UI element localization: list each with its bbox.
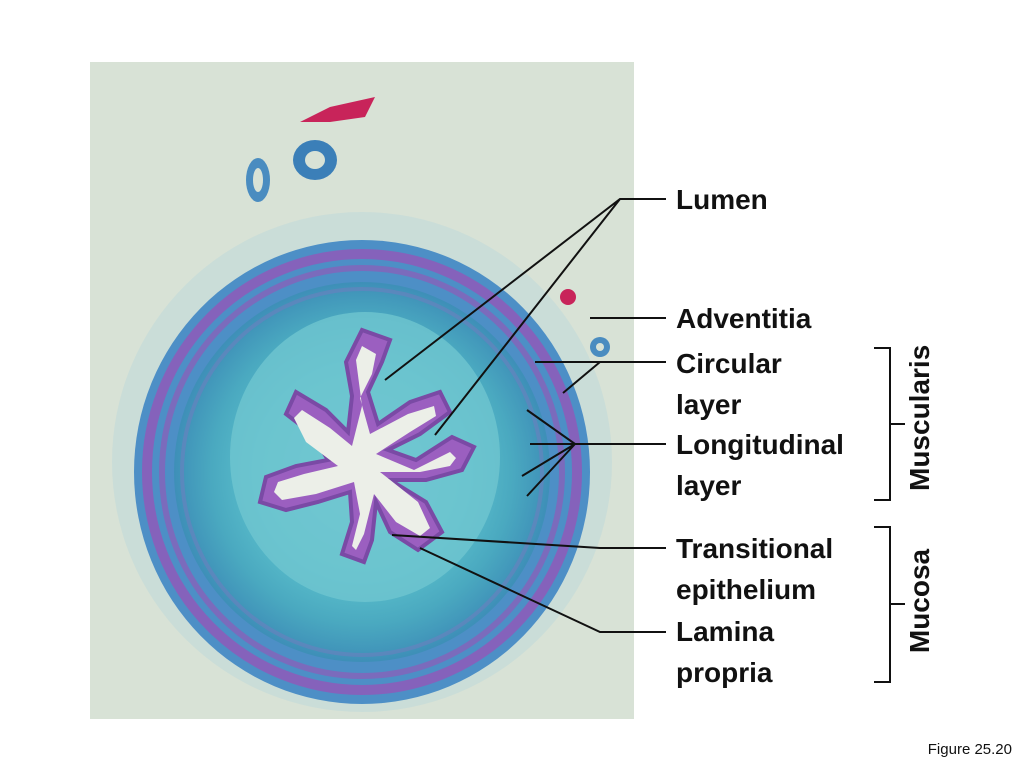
- muscularis-bracket: [874, 347, 905, 501]
- label-transitional-line2: epithelium: [676, 574, 817, 605]
- group-mucosa: Mucosa: [904, 548, 935, 654]
- label-longitudinal-line1: Longitudinal: [676, 429, 844, 460]
- label-lamina-line2: propria: [676, 657, 773, 688]
- label-lamina-line1: Lamina: [676, 616, 775, 647]
- label-circular-line1: Circular: [676, 348, 782, 379]
- group-muscularis: Muscularis: [904, 344, 935, 491]
- figure-caption: Figure 25.20: [927, 741, 1012, 758]
- label-adventitia: Adventitia: [676, 303, 812, 334]
- label-circular-line2: layer: [676, 389, 742, 420]
- label-lumen: Lumen: [676, 184, 768, 215]
- ureter-micrograph: [90, 62, 634, 719]
- label-transitional-line1: Transitional: [676, 533, 834, 564]
- mucosa-bracket: [874, 526, 905, 683]
- label-longitudinal-line2: layer: [676, 470, 742, 501]
